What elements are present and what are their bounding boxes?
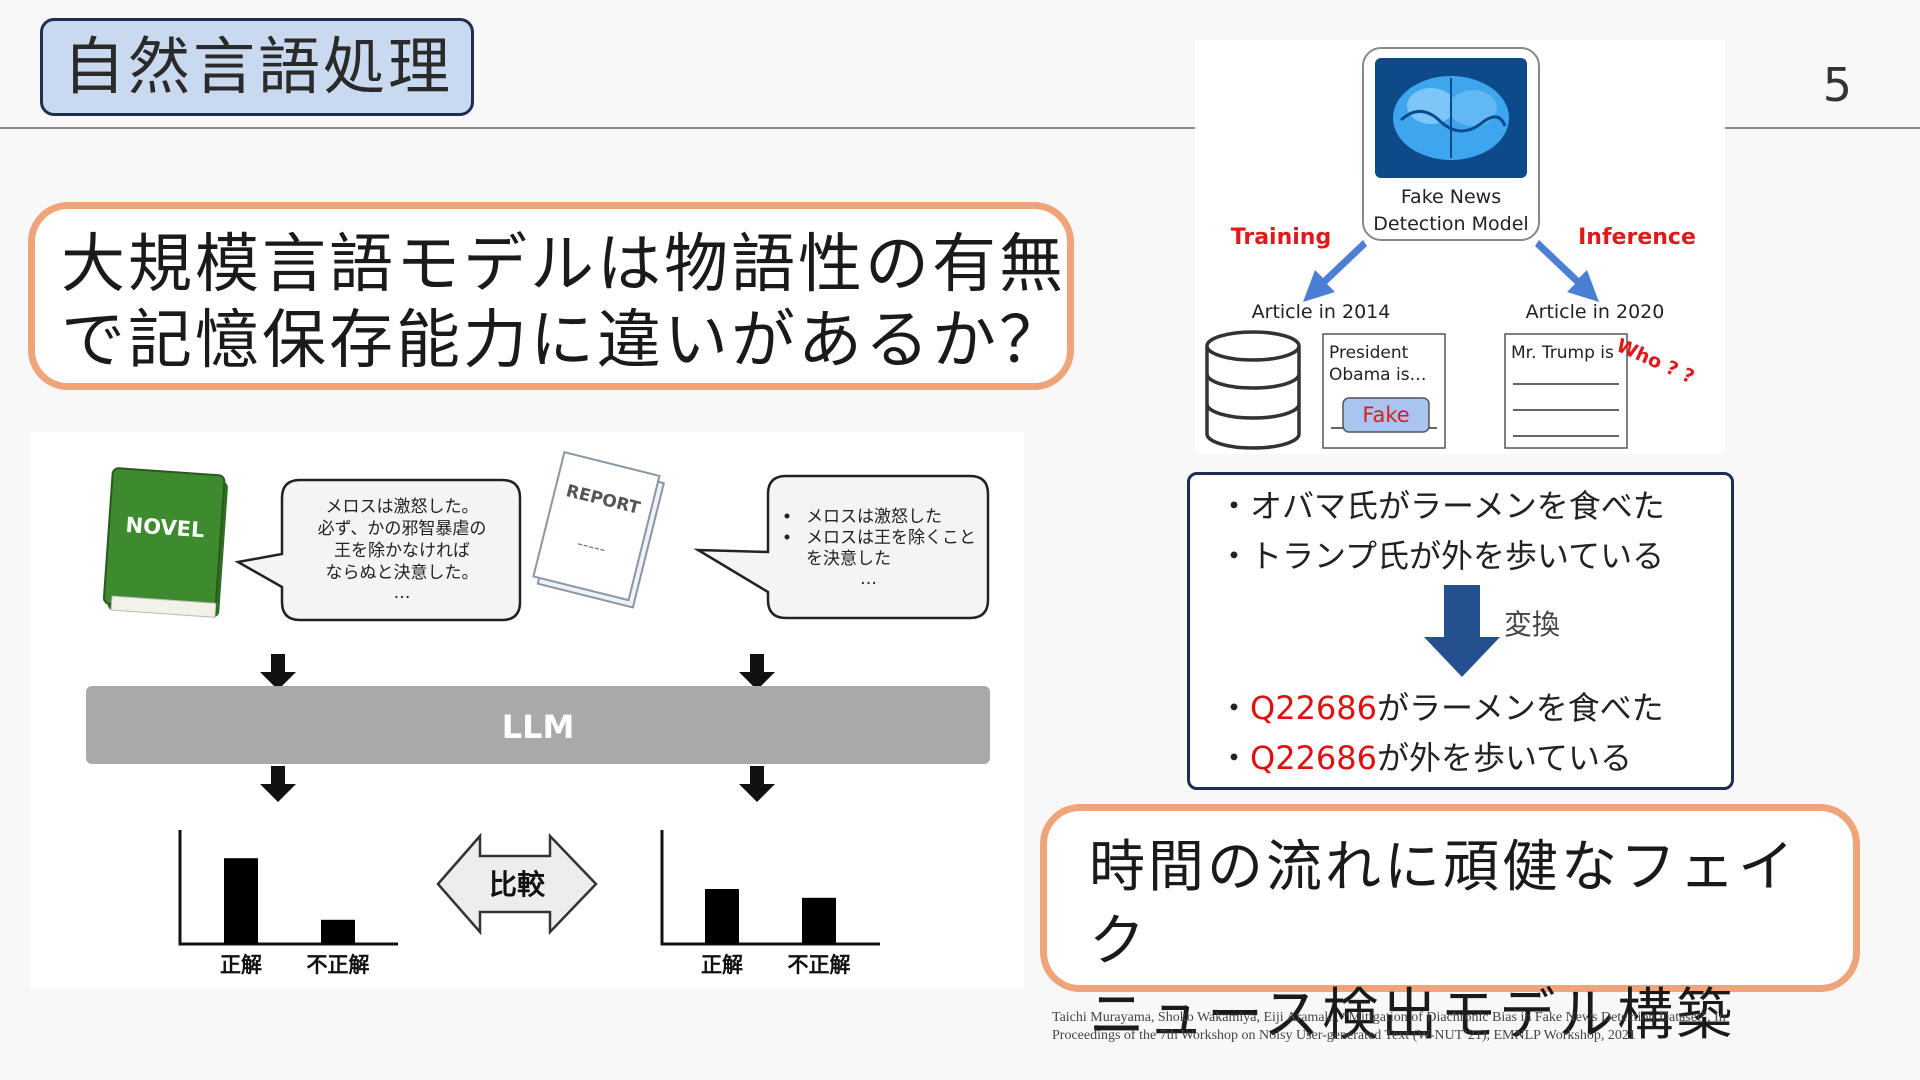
novel-bubble-line: 王を除かなければ bbox=[334, 541, 470, 561]
right-chart-label-incorrect: 不正解 bbox=[788, 953, 851, 977]
before-sentence-2: ・トランプ氏が外を歩いている bbox=[1218, 537, 1665, 575]
research-question-box: 大規模言語モデルは物語性の有無 で記憶保存能力に違いがあるか？ bbox=[28, 202, 1074, 390]
novel-book-icon: NOVEL bbox=[102, 467, 228, 618]
right-chart-axes bbox=[660, 830, 880, 946]
fake-news-diagram-svg: Fake News Detection Model Training Infer… bbox=[1205, 47, 1698, 450]
header-divider bbox=[0, 127, 1920, 129]
question-line-2: で記憶保存能力に違いがあるか？ bbox=[61, 304, 1066, 378]
entity-conversion-box: ・オバマ氏がラーメンを食べた ・トランプ氏が外を歩いている 変換 ・Q22686… bbox=[1187, 472, 1734, 790]
slide-title-text: 自然言語処理 bbox=[63, 30, 454, 103]
conversion-arrow-icon bbox=[1424, 585, 1500, 677]
after-bullet: ・ bbox=[1218, 689, 1251, 727]
after-sentence-1: ・Q22686がラーメンを食べた bbox=[1218, 683, 1664, 729]
novel-bubble-line: ならぬと決意した。 bbox=[326, 563, 479, 583]
entity-id: Q22686 bbox=[1250, 689, 1377, 727]
after-sentence-rest: がラーメンを食べた bbox=[1377, 689, 1664, 727]
citation-line-2: Proceedings of the 7th Workshop on Noisy… bbox=[1052, 1028, 1636, 1043]
fake-badge bbox=[1342, 397, 1430, 433]
fake-label: Fake bbox=[1362, 403, 1409, 427]
novel-bubble-line: 必ず、かの邪智暴虐の bbox=[318, 519, 487, 539]
citation: Taichi Murayama, Shoko Wakamiya, Eiji Ar… bbox=[1052, 1009, 1882, 1045]
llm-bar bbox=[86, 686, 990, 764]
report-document-icon: REPORT ----- bbox=[532, 451, 666, 609]
after-sentence-rest: が外を歩いている bbox=[1377, 739, 1633, 777]
conclusion-line-2: ニュース検出モデル構築 bbox=[1089, 983, 1736, 1048]
report-bubble-line: メロスは王を除くこと bbox=[806, 528, 976, 548]
entity-id: Q22686 bbox=[1250, 739, 1377, 777]
doc-2014-line-2: Obama is… bbox=[1329, 365, 1427, 385]
article-2020-label: Article in 2020 bbox=[1526, 301, 1665, 323]
arrow-down-icon bbox=[260, 766, 296, 802]
doc-2020-line-1: Mr. Trump is bbox=[1511, 343, 1614, 363]
brain-icon bbox=[1375, 58, 1527, 178]
llm-label: LLM bbox=[502, 708, 575, 746]
novel-speech-bubble bbox=[234, 478, 522, 622]
right-chart-label-correct: 正解 bbox=[701, 953, 743, 977]
page-number: 5 bbox=[1822, 58, 1852, 112]
left-chart-label-correct: 正解 bbox=[220, 953, 262, 977]
article-2020-document bbox=[1504, 333, 1628, 449]
doc-2014-line-1: President bbox=[1329, 343, 1409, 363]
report-bubble-line: メロスは激怒した bbox=[806, 507, 942, 527]
fake-news-diagram: Fake News Detection Model Training Infer… bbox=[1195, 40, 1725, 454]
novel-label: NOVEL bbox=[125, 513, 205, 542]
question-line-1: 大規模言語モデルは物語性の有無 bbox=[61, 228, 1066, 302]
compare-double-arrow-icon bbox=[436, 832, 598, 936]
left-bar-incorrect bbox=[321, 919, 355, 944]
after-sentence-2: ・Q22686が外を歩いている bbox=[1218, 733, 1632, 779]
inference-arrow-icon bbox=[1535, 240, 1599, 302]
after-bullet: ・ bbox=[1218, 739, 1251, 777]
novel-bubble-line: メロスは激怒した。 bbox=[326, 497, 479, 517]
model-label-1: Fake News bbox=[1401, 186, 1501, 208]
conclusion-box: 時間の流れに頑健なフェイク ニュース検出モデル構築 bbox=[1040, 804, 1860, 1048]
memorization-diagram: NOVEL メロスは激怒した。 必ず、かの邪智暴虐の 王を除かなければ ならぬと… bbox=[30, 432, 1024, 988]
arrow-down-icon bbox=[739, 766, 775, 802]
before-sentence-1: ・オバマ氏がラーメンを食べた bbox=[1218, 487, 1665, 525]
conclusion-line-1: 時間の流れに頑健なフェイク bbox=[1089, 835, 1797, 974]
citation-line-1: Taichi Murayama, Shoko Wakamiya, Eiji Ar… bbox=[1052, 1010, 1726, 1025]
arrow-down-icon bbox=[260, 654, 296, 690]
database-icon bbox=[1205, 330, 1301, 450]
report-speech-bubble bbox=[693, 474, 990, 620]
compare-label: 比較 bbox=[489, 868, 546, 901]
training-arrow-icon bbox=[1303, 240, 1367, 302]
left-chart-label-incorrect: 不正解 bbox=[307, 953, 370, 977]
report-bubble-line: … bbox=[860, 569, 877, 589]
slide-title: 自然言語処理 bbox=[40, 18, 474, 116]
training-label: Training bbox=[1231, 225, 1331, 250]
model-label-2: Detection Model bbox=[1373, 213, 1528, 235]
inference-label: Inference bbox=[1578, 225, 1696, 250]
novel-bubble-line: … bbox=[394, 583, 411, 603]
arrow-down-icon bbox=[739, 654, 775, 690]
right-bar-correct bbox=[705, 889, 739, 944]
report-bubble-line: を決意した bbox=[806, 549, 891, 569]
conversion-label: 変換 bbox=[1504, 608, 1561, 641]
left-chart-axes bbox=[178, 830, 398, 946]
right-bar-incorrect bbox=[802, 897, 836, 944]
left-bar-correct bbox=[224, 858, 258, 944]
article-2014-label: Article in 2014 bbox=[1252, 301, 1391, 323]
memorization-diagram-svg: NOVEL メロスは激怒した。 必ず、かの邪智暴虐の 王を除かなければ ならぬと… bbox=[86, 451, 990, 977]
